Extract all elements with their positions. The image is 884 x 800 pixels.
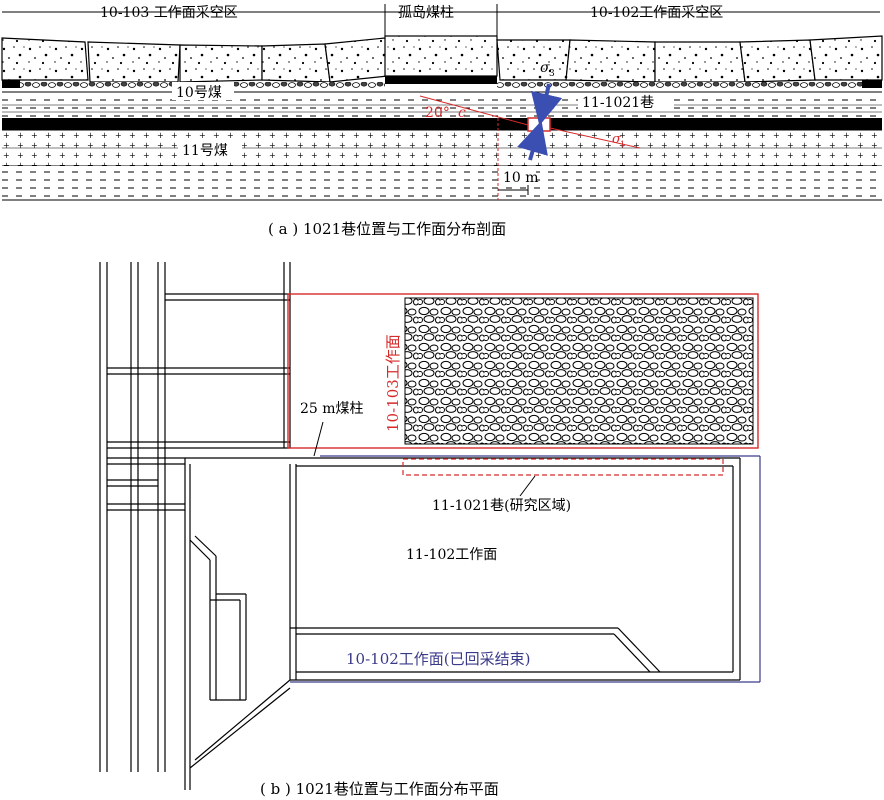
angle-label: 20° <box>425 105 450 121</box>
face-10-102 <box>290 455 761 683</box>
section-b-plan <box>99 262 741 790</box>
label-coal-11: 11号煤 <box>182 143 228 159</box>
roadway-11-1021-section <box>527 117 551 132</box>
sigma1-label: σ <box>612 132 622 147</box>
label-roadway-study: 11-1021巷(研究区域) <box>432 498 571 514</box>
face-10-103: 10-103工作面 <box>287 293 759 449</box>
label-10m: 10 m <box>503 170 539 186</box>
caption-b: ( b ) 1021巷位置与工作面分布平面 <box>260 780 499 798</box>
caption-a: ( a ) 1021巷位置与工作面分布剖面 <box>268 220 506 238</box>
goaf-rubble-right <box>497 82 862 92</box>
label-coal-10: 10号煤 <box>176 85 222 101</box>
sigma3-label: σ <box>540 60 550 76</box>
angle-line-left <box>419 95 529 126</box>
sigma1-subscript: 1 <box>620 140 625 149</box>
label-face-10-102: 10-102工作面(已回采结束) <box>346 650 531 668</box>
roof-blocks <box>1 35 883 83</box>
label-roadway-section: 11-1021巷 <box>582 95 654 111</box>
label-face-10-103: 10-103工作面 <box>384 334 402 432</box>
angle-label-c: c <box>458 105 466 121</box>
sigma3-subscript: 3 <box>549 69 555 79</box>
label-island-pillar: 孤岛煤柱 <box>398 5 454 21</box>
sigma3-arrow <box>531 83 563 126</box>
study-area-roadway <box>402 458 724 476</box>
lower-stratum <box>2 166 882 200</box>
angle-line-right <box>549 127 641 149</box>
coal-seam-11 <box>2 118 882 130</box>
label-face-11-102: 11-102工作面 <box>406 547 497 563</box>
label-goaf-10-102: 10-102工作面采空区 <box>590 5 723 21</box>
label-goaf-10-103: 10-103 工作面采空区 <box>100 5 238 21</box>
section-a-profile: 10-103 工作面采空区 孤岛煤柱 10-102工作面采空区 <box>1 4 883 238</box>
sigma1-arrow <box>517 120 548 161</box>
label-25m-pillar: 25 m煤柱 <box>300 401 364 417</box>
